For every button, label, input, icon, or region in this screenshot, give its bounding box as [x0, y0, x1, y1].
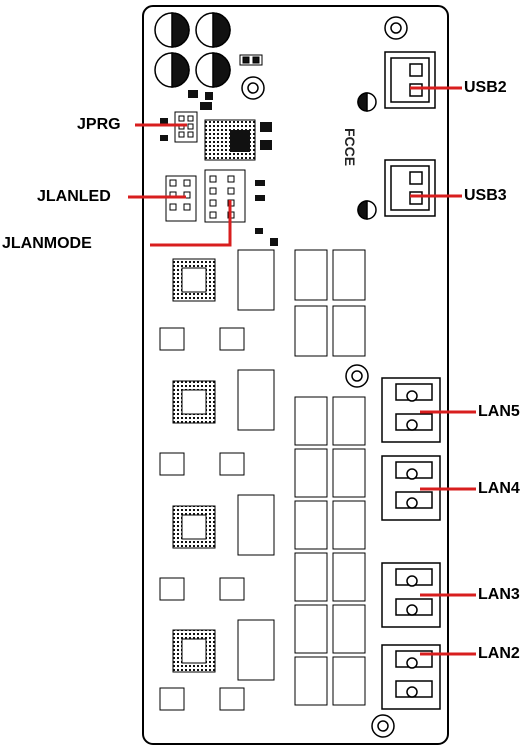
top-jumper	[239, 54, 263, 66]
jlanmode-label: JLANMODE	[2, 235, 92, 252]
callout-lines	[128, 86, 476, 656]
phy-cluster-2	[159, 369, 275, 476]
jprg-label: JPRG	[77, 116, 121, 133]
lan2-label: LAN2	[478, 645, 520, 662]
lan3-label: LAN3	[478, 586, 520, 603]
usb3-label: USB3	[464, 187, 507, 204]
magnetics-block-top	[294, 249, 366, 357]
certification-mark: FCCE	[342, 128, 358, 166]
top-ic-cluster	[160, 90, 272, 161]
phy-cluster-1	[159, 249, 275, 351]
jprg-header	[174, 111, 198, 143]
phy-cluster-4	[159, 619, 275, 711]
jlanmode-header	[204, 169, 246, 223]
lan4-label: LAN4	[478, 480, 520, 497]
magnetics-block-bottom	[294, 396, 366, 706]
lan5-label: LAN5	[478, 403, 520, 420]
mounting-holes	[241, 16, 408, 738]
jlanled-label: JLANLED	[37, 188, 111, 205]
jlanmode-leader	[150, 200, 232, 247]
capacitors	[154, 12, 231, 88]
usb2-connector	[357, 51, 436, 112]
phy-cluster-3	[159, 494, 275, 601]
usb2-label: USB2	[464, 79, 507, 96]
lan5-jack	[381, 377, 441, 443]
usb3-connector	[357, 159, 436, 220]
small-smd-parts	[255, 180, 278, 246]
